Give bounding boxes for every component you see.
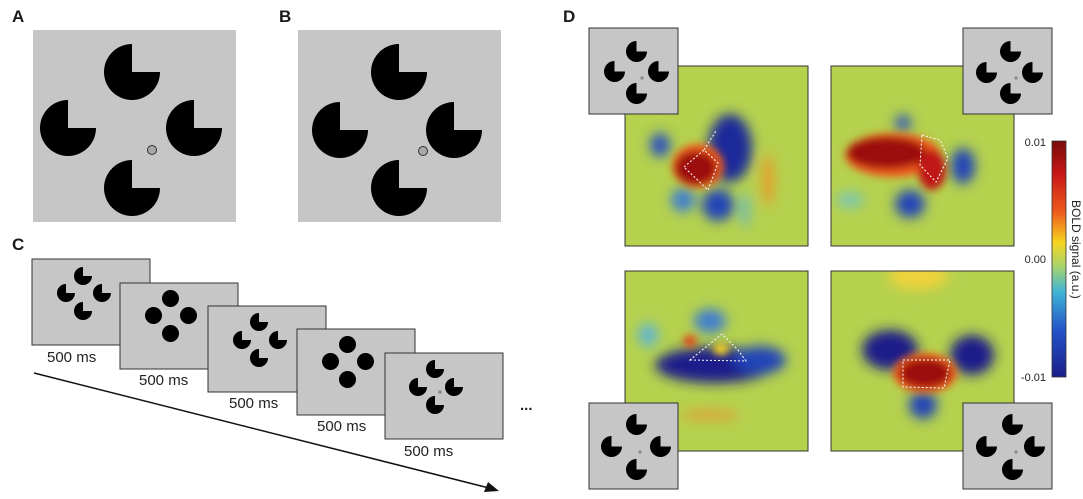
sequence-frame-5: [384, 352, 504, 440]
disk: [180, 307, 197, 324]
inset-stimulus-top-right: [962, 27, 1053, 115]
fixation-dot: [147, 145, 157, 155]
colorbar-title: BOLD signal (a.u.): [1069, 200, 1083, 299]
colorbar-tick-max: 0.01: [1025, 137, 1046, 149]
panel-label-d: D: [563, 7, 575, 26]
duration-label-1: 500 ms: [47, 349, 96, 366]
bold-map-3: [625, 271, 808, 451]
disk: [162, 290, 179, 307]
fixation-dot: [418, 146, 428, 156]
fixation-dot: [1014, 76, 1018, 80]
fixation-dot: [638, 450, 642, 454]
fixation-dot: [438, 390, 442, 394]
duration-label-2: 500 ms: [139, 372, 188, 389]
duration-label-5: 500 ms: [404, 443, 453, 460]
inset-stimulus-bottom-right: [962, 402, 1053, 490]
disk: [145, 307, 162, 324]
fixation-dot: [640, 76, 644, 80]
colorbar: 0.01 0.00 -0.01 BOLD signal (a.u.): [1021, 137, 1083, 384]
stimulus-b: [298, 30, 501, 222]
disk: [322, 353, 339, 370]
colorbar-gradient: [1051, 140, 1067, 378]
sequence-ellipsis: ...: [520, 397, 533, 414]
duration-label-4: 500 ms: [317, 418, 366, 435]
inset-stimulus-top-left: [588, 27, 679, 115]
bold-map-1: [625, 66, 808, 246]
disk: [162, 325, 179, 342]
duration-label-3: 500 ms: [229, 395, 278, 412]
colorbar-tick-zero: 0.00: [1025, 254, 1046, 266]
bold-map-4: [831, 271, 1014, 451]
time-arrow: [33, 372, 499, 492]
fixation-dot: [1014, 450, 1018, 454]
colorbar-tick-min: -0.01: [1021, 372, 1046, 384]
stimulus-a: [33, 30, 236, 222]
disk: [339, 336, 356, 353]
panel-label-b: B: [279, 7, 291, 26]
disk: [339, 371, 356, 388]
panel-label-a: A: [12, 7, 24, 26]
inset-stimulus-bottom-left: [588, 402, 679, 490]
disk: [357, 353, 374, 370]
panel-label-c: C: [12, 235, 24, 254]
